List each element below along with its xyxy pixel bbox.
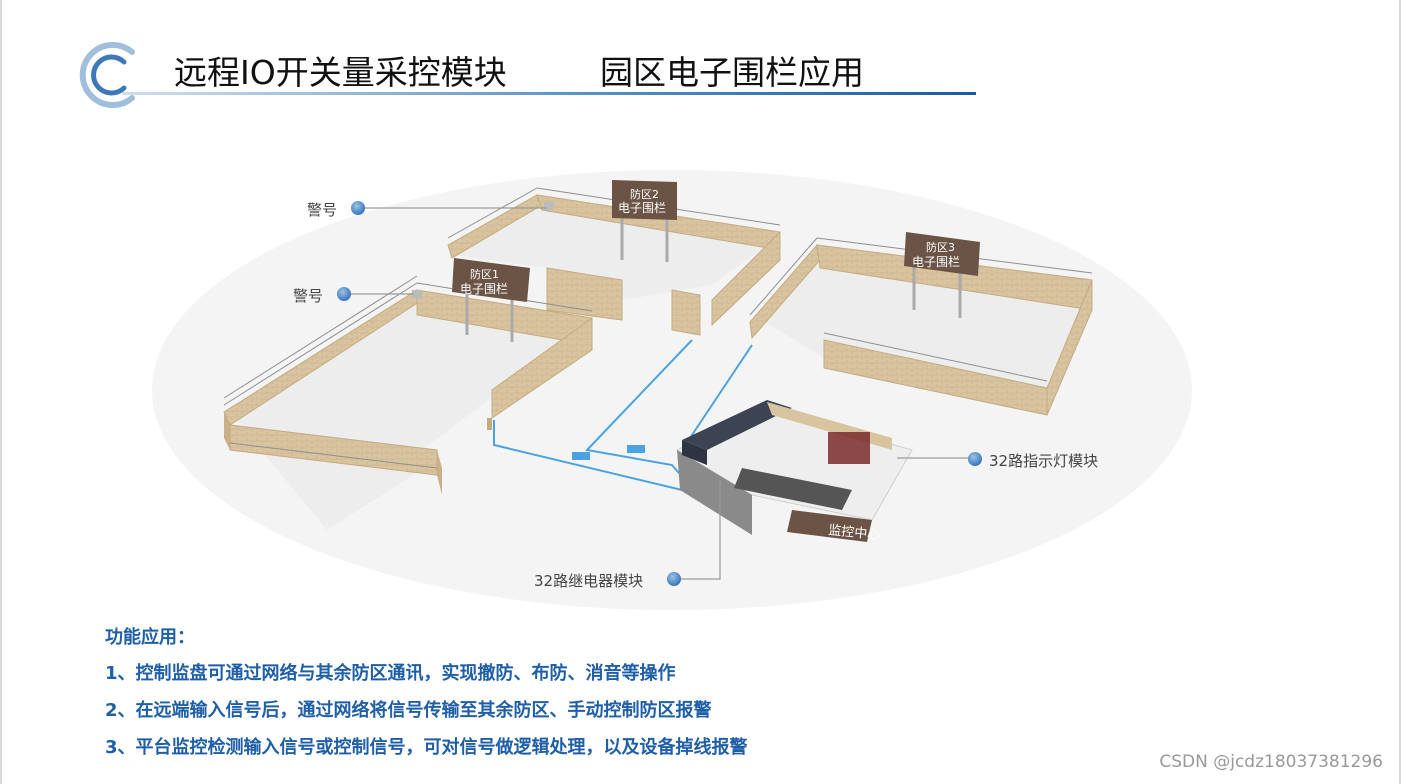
title-underline	[122, 92, 976, 95]
switch-box-1	[572, 452, 590, 460]
switch-box-2	[627, 445, 645, 453]
callout-leaders	[348, 207, 970, 580]
svg-text:防区1: 防区1	[470, 267, 499, 281]
alarm-device-1	[544, 202, 554, 210]
feature-item: 3、平台监控检测输入信号或控制信号，可对信号做逻辑处理，以及设备掉线报警	[105, 737, 748, 758]
zone2-floor	[452, 200, 777, 300]
page-subtitle: 园区电子围栏应用	[600, 53, 864, 92]
svg-text:电子围栏: 电子围栏	[460, 281, 508, 296]
callout-relay-module: 32路继电器模块	[534, 572, 644, 590]
svg-text:电子围栏: 电子围栏	[912, 254, 960, 269]
zone3-sign: 防区3 电子围栏	[904, 232, 980, 318]
callout-alarm-top: 警号	[307, 201, 338, 219]
logo-ring-icon	[79, 42, 135, 108]
feature-list: 功能应用： 1、控制监盘可通过网络与其余防区通讯，实现撤防、布防、消音等操作 2…	[105, 624, 748, 771]
alarm-device-2	[412, 290, 422, 298]
control-center-sign	[787, 510, 872, 542]
svg-text:防区3: 防区3	[926, 240, 955, 254]
control-center-building	[675, 400, 913, 542]
feature-item: 1、控制监盘可通过网络与其余防区通讯，实现撤防、布防、消音等操作	[105, 663, 676, 684]
svg-text:防区2: 防区2	[630, 187, 659, 201]
svg-text:电子围栏: 电子围栏	[618, 200, 666, 215]
zone1-walls	[223, 289, 593, 495]
zone2-walls	[447, 194, 781, 336]
zone1-floor	[232, 295, 587, 530]
watermark: CSDN @jcdz18037381296	[1159, 752, 1383, 772]
zone1-sign: 防区1 电子围栏	[452, 258, 530, 342]
feature-item: 2、在远端输入信号后，通过网络将信号传输至其余防区、手动控制防区报警	[105, 700, 712, 721]
fence-diagram: 监控中心 防区1 电子围栏 防区2 电子围栏 防区3 电子围栏	[152, 170, 1192, 610]
callout-indicator-module: 32路指示灯模块	[989, 452, 1099, 470]
zone2-sign: 防区2 电子围栏	[612, 180, 677, 262]
feature-heading: 功能应用：	[105, 627, 195, 648]
indicator-panel	[828, 432, 870, 464]
page-title: 远程IO开关量采控模块	[174, 53, 507, 92]
callout-alarm-mid: 警号	[293, 287, 324, 305]
control-center-label: 监控中心	[828, 523, 881, 543]
zone3-walls	[749, 243, 1093, 416]
